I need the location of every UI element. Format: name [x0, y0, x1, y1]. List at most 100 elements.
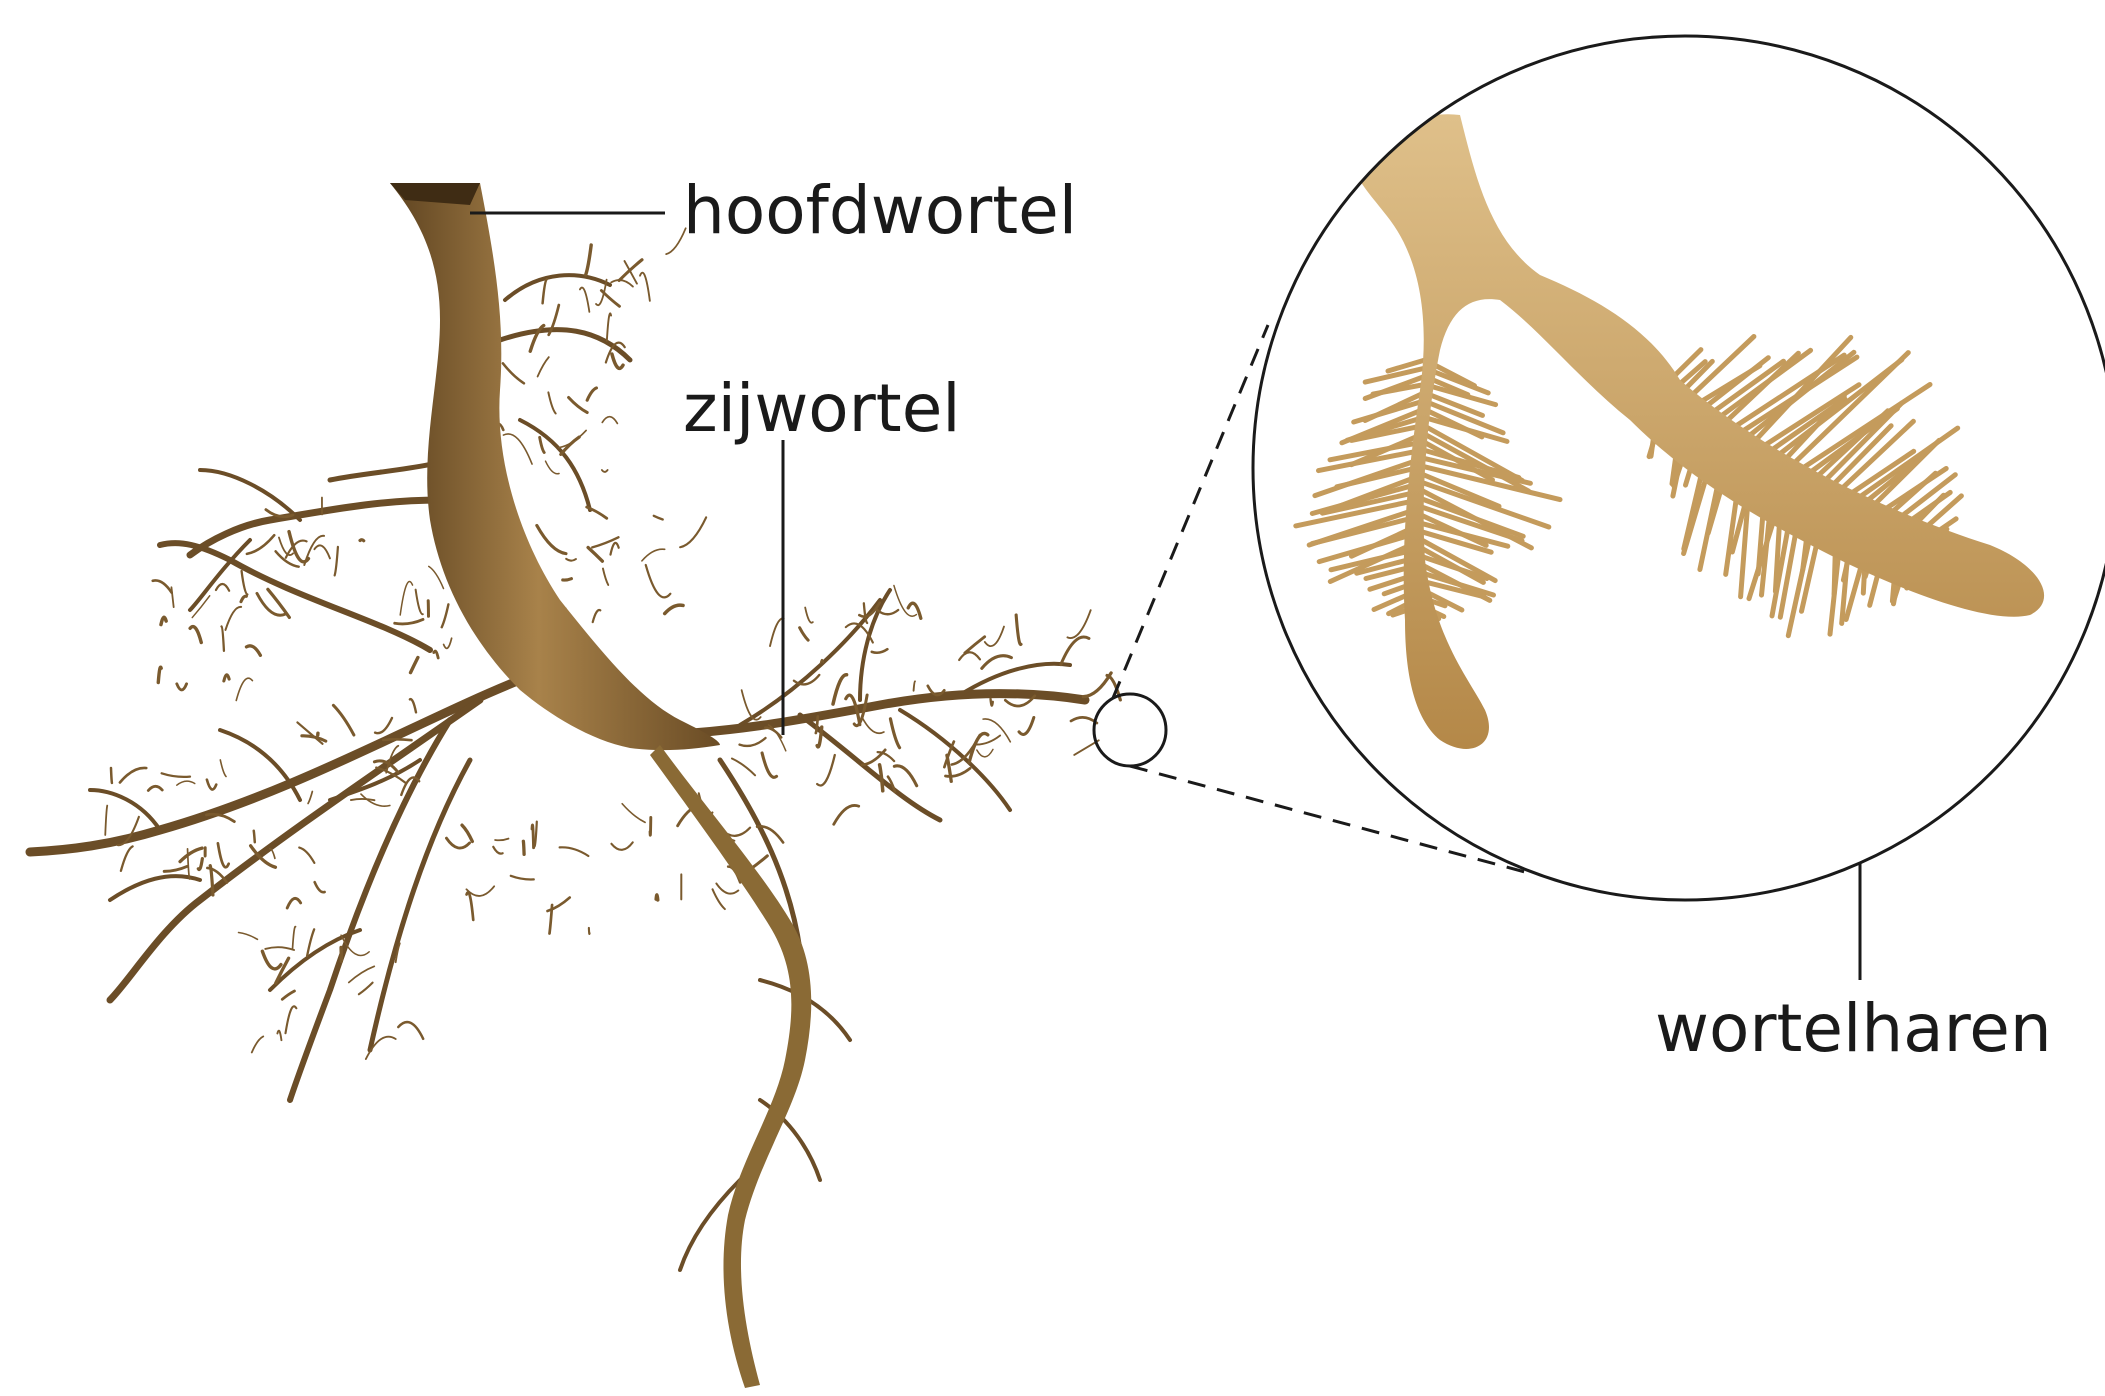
fine-root-strand — [351, 799, 375, 800]
root-cut-top — [390, 183, 480, 205]
fine-root-strand — [282, 991, 294, 999]
fine-root-strand — [587, 507, 607, 518]
label-lateral-root: zijwortel — [683, 376, 961, 442]
fine-root-strand — [121, 846, 133, 870]
fine-root-strand — [236, 678, 252, 700]
fine-root-strand — [411, 658, 418, 673]
fine-root-strand — [977, 749, 993, 756]
fine-root-strand — [383, 739, 411, 740]
fine-root-strand — [333, 705, 353, 735]
fine-root-strand — [349, 966, 375, 982]
fine-root-strand — [800, 628, 809, 641]
fine-root-strand — [218, 843, 229, 867]
fine-root-strand — [467, 892, 474, 919]
fine-root-strand — [158, 667, 161, 682]
fine-root-strand — [262, 951, 281, 969]
fine-root-strand — [762, 753, 776, 777]
fine-root-strand — [543, 279, 547, 303]
fine-root-strand — [177, 684, 187, 690]
fine-root-strand — [732, 759, 755, 776]
fine-root-strand — [335, 547, 338, 576]
fine-root-strand — [713, 889, 725, 909]
fine-root-strand — [965, 637, 985, 653]
fine-root-strand — [224, 675, 229, 681]
fine-root-strand — [177, 781, 195, 785]
fine-root-strand — [610, 543, 618, 555]
fine-root-strand — [105, 806, 107, 835]
fine-root-strand — [740, 738, 766, 746]
fine-root-strand — [444, 638, 452, 648]
fine-root-strand — [834, 805, 859, 824]
fine-root-strand — [198, 859, 202, 870]
fine-root-strand — [586, 245, 591, 275]
fine-root-strand — [569, 397, 588, 412]
fine-root-strand — [148, 786, 162, 790]
fine-root-strand — [880, 765, 883, 791]
fine-root-strand — [654, 516, 663, 520]
fine-root-strand — [375, 718, 392, 733]
fine-root-strand — [538, 357, 549, 376]
fine-root-strand — [1016, 615, 1021, 644]
fine-root-strand — [287, 898, 300, 908]
fine-root-strand — [914, 681, 915, 690]
fine-root-strand — [239, 933, 258, 940]
fine-root-strand — [589, 928, 590, 934]
descending-root — [650, 745, 811, 1388]
fine-root-strand — [602, 470, 608, 472]
fine-root-strand — [716, 884, 738, 894]
fine-root-strand — [190, 627, 201, 643]
fine-root-strand — [1019, 717, 1034, 734]
fine-root-strand — [602, 417, 617, 424]
fine-root-strand — [622, 804, 645, 823]
fine-root-strand — [308, 791, 312, 803]
fine-root-strand — [216, 584, 229, 591]
fine-root-strand — [503, 434, 532, 464]
fine-root-strand — [111, 768, 112, 783]
label-root-hairs: wortelharen — [1655, 996, 2052, 1062]
fine-root-strand — [493, 847, 502, 854]
fine-root-strand — [985, 627, 1004, 647]
label-main-root: hoofdwortel — [683, 178, 1077, 244]
fine-root-strand — [890, 719, 899, 748]
fine-root-strand — [540, 437, 545, 452]
fine-root-strand — [559, 430, 586, 447]
fine-root-strand — [302, 736, 326, 741]
fine-root-strand — [171, 587, 173, 607]
fine-root-strand — [1083, 673, 1111, 697]
fine-root-strand — [566, 559, 576, 561]
fine-root-strand — [665, 605, 683, 613]
fine-root-strand — [523, 841, 524, 854]
fine-root-strand — [180, 848, 202, 861]
fine-root-strand — [252, 1036, 263, 1052]
fine-root-strand — [225, 607, 241, 630]
fine-root-strand — [247, 535, 274, 554]
fine-root-strand — [546, 461, 560, 474]
fine-root-strand — [503, 363, 524, 383]
fine-root-strand — [1071, 717, 1097, 723]
root-system-illustration — [30, 183, 1120, 1388]
fine-root-strand — [650, 817, 651, 835]
zoom-detail — [1253, 36, 2105, 900]
fine-root-strand — [593, 610, 601, 622]
fine-root-strand — [286, 1006, 297, 1033]
fine-root-strand — [359, 983, 373, 995]
fine-root-strand — [646, 565, 671, 597]
fine-root-strand — [805, 607, 813, 622]
fine-root-strand — [153, 580, 172, 592]
fine-root-strand — [862, 717, 884, 733]
fine-root-strand — [611, 280, 633, 287]
fine-root-strand — [601, 290, 619, 306]
fine-root-strand — [299, 848, 314, 863]
fine-root-strand — [532, 825, 534, 848]
fine-root-strand — [656, 895, 658, 900]
fine-root-strand — [410, 699, 416, 712]
fine-root-strand — [162, 773, 190, 777]
fine-root-strand — [680, 517, 706, 547]
fine-root-strand — [164, 866, 187, 871]
fine-root-strand — [495, 839, 508, 841]
fine-root-strand — [640, 273, 650, 301]
fine-root-strand — [969, 733, 988, 762]
fine-root-strand — [207, 780, 216, 790]
fine-root-strand — [872, 649, 888, 653]
fine-root-strand — [246, 646, 260, 656]
